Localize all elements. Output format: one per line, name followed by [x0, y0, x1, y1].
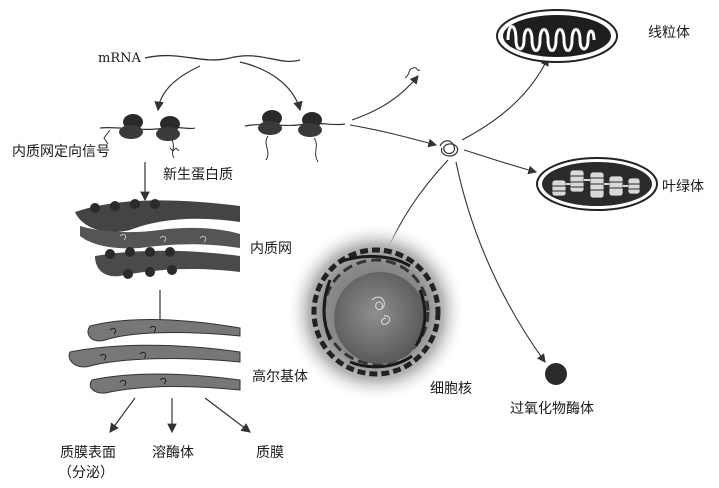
- label-mitochondrion: 线粒体: [648, 25, 690, 41]
- folded-protein: [439, 140, 459, 157]
- released-protein: [404, 67, 421, 79]
- label-secretion: （分泌）: [58, 465, 114, 481]
- nucleus: [286, 222, 466, 402]
- label-golgi: 高尔基体: [252, 369, 308, 385]
- label-new-protein: 新生蛋白质: [163, 167, 233, 183]
- peroxisome: [545, 363, 567, 385]
- label-peroxisome: 过氧化物酶体: [510, 401, 594, 417]
- label-mrna: mRNA: [98, 51, 141, 66]
- label-er: 内质网: [250, 241, 292, 257]
- label-plasma-membrane: 质膜表面: [60, 445, 116, 461]
- mrna-arrow-right: [239, 61, 303, 112]
- golgi-apparatus: [68, 319, 241, 394]
- label-lysosome: 溶酶体: [152, 445, 194, 461]
- arrow-to-membrane: [204, 397, 251, 433]
- mitochondrion: [496, 9, 618, 63]
- label-nucleus: 细胞核: [430, 381, 472, 397]
- arrow-to-peroxisome: [455, 161, 546, 363]
- arrow-to-protein: [351, 75, 419, 121]
- arrow-to-folded-protein: [349, 124, 438, 148]
- label-membrane: 质膜: [256, 445, 284, 461]
- label-er-signal: 内质网定向信号: [12, 144, 110, 160]
- arrow-to-plasma-membrane: [109, 397, 136, 433]
- label-chloroplast: 叶绿体: [662, 179, 704, 195]
- endoplasmic-reticulum: [75, 199, 240, 279]
- arrow-to-chloroplast: [463, 149, 538, 175]
- arrow-to-mitochondrion: [461, 57, 549, 141]
- mrna-strand: [144, 54, 301, 62]
- ribosome-left: [99, 114, 196, 159]
- chloroplast: [536, 157, 658, 211]
- mrna-arrow-left: [154, 65, 201, 112]
- ribosome-right: [244, 110, 346, 163]
